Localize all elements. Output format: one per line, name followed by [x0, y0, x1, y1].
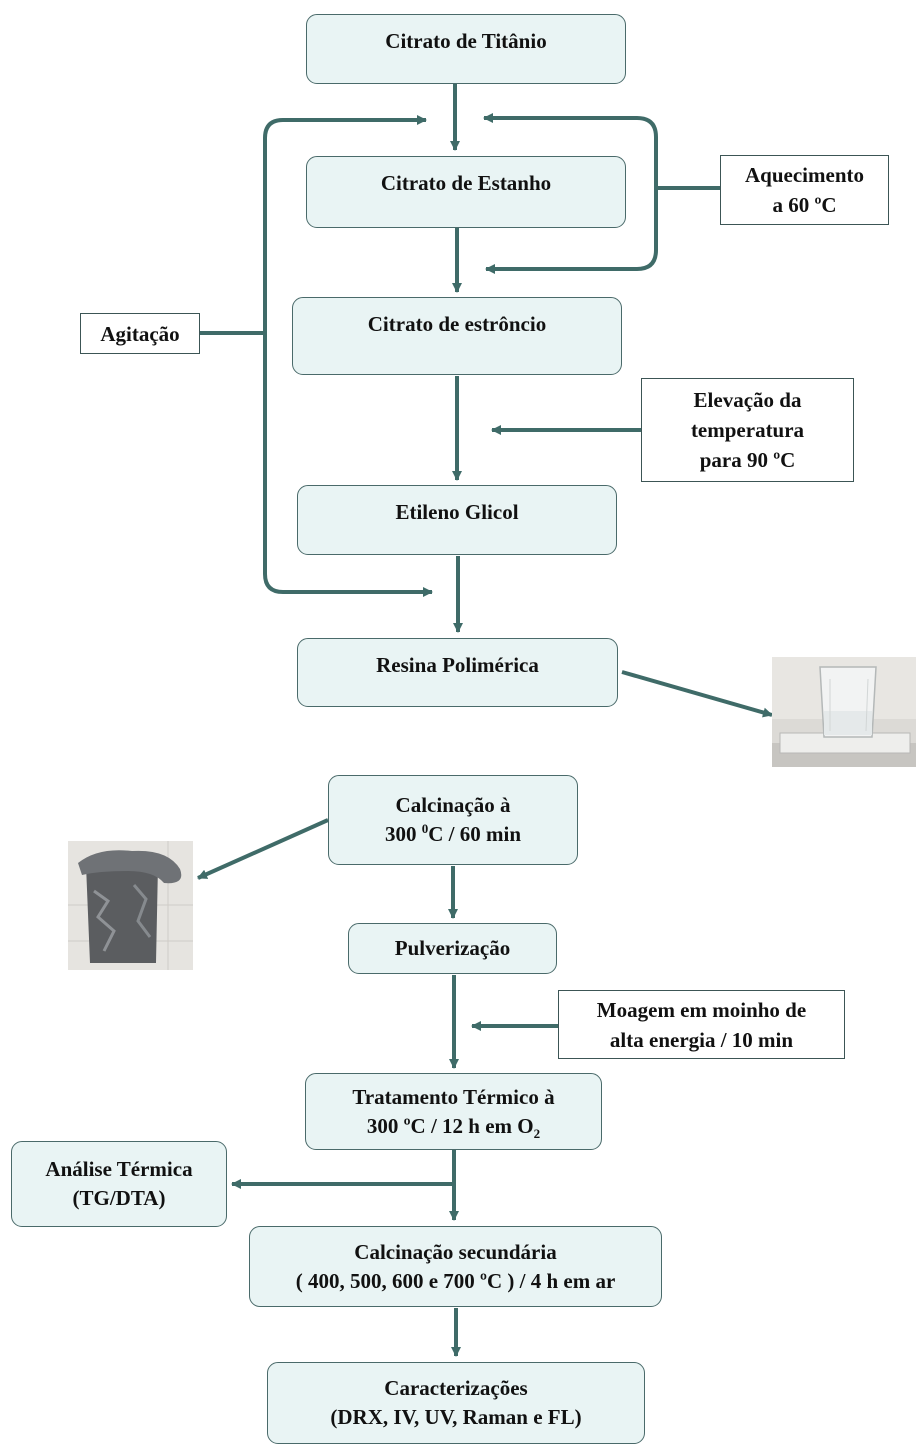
node-resina-polimerica-label: Resina Polimérica	[376, 653, 539, 677]
node-tratamento-termico-line2: 300 ºC / 12 h em O2	[366, 1113, 541, 1141]
aquecimento-loop	[488, 116, 658, 271]
box-elevacao-temperatura: Elevação da temperatura para 90 ºC	[641, 378, 854, 482]
box-analise-line1: Análise Térmica	[45, 1157, 193, 1181]
calcined-beaker-photo	[68, 841, 193, 970]
node-caracterizacoes-line1: Caracterizações	[384, 1376, 528, 1400]
box-elevacao-line1: Elevação da	[693, 388, 802, 412]
arrow-calc1-photo	[197, 818, 329, 880]
node-citrato-titanio-label: Citrato de Titânio	[385, 29, 547, 53]
node-calcinacao-secundaria-line2: ( 400, 500, 600 e 700 ºC ) / 4 h em ar	[295, 1268, 616, 1293]
node-caracterizacoes: Caracterizações (DRX, IV, UV, Raman e FL…	[267, 1362, 645, 1444]
box-analise-termica: Análise Térmica (TG/DTA)	[11, 1141, 227, 1227]
box-aquecimento-line1: Aquecimento	[745, 163, 864, 187]
box-aquecimento: Aquecimento a 60 ºC	[720, 155, 889, 225]
node-citrato-estanho-label: Citrato de Estanho	[380, 171, 552, 195]
degree-superscript: 0	[421, 821, 429, 836]
node-citrato-estroncio-label: Citrato de estrôncio	[367, 312, 547, 336]
box-agitacao-label: Agitação	[100, 321, 180, 346]
node-pulverizacao: Pulverização	[348, 923, 557, 974]
node-etileno-glicol-label: Etileno Glicol	[395, 500, 519, 524]
box-moagem: Moagem em moinho de alta energia / 10 mi…	[558, 990, 845, 1059]
box-analise-line2: (TG/DTA)	[72, 1186, 166, 1210]
box-elevacao-line3: para 90 ºC	[699, 448, 796, 472]
node-resina-polimerica: Resina Polimérica	[297, 638, 618, 707]
oxygen-subscript: 2	[533, 1125, 541, 1141]
agitacao-loop	[263, 118, 425, 594]
box-moagem-line2: alta energia / 10 min	[609, 1027, 794, 1052]
node-calcinacao-secundaria-line1: Calcinação secundária	[354, 1239, 557, 1264]
node-calcinacao-300-line2: 300 0C / 60 min	[384, 821, 522, 846]
node-calcinacao-secundaria: Calcinação secundária ( 400, 500, 600 e …	[249, 1226, 662, 1307]
node-pulverizacao-label: Pulverização	[394, 936, 511, 960]
node-caracterizacoes-line2: (DRX, IV, UV, Raman e FL)	[330, 1405, 582, 1429]
node-citrato-estanho: Citrato de Estanho	[306, 156, 626, 228]
box-agitacao: Agitação	[80, 313, 200, 354]
node-tratamento-termico-line1: Tratamento Térmico à	[352, 1084, 555, 1109]
resin-beaker-photo	[772, 657, 916, 767]
node-calcinacao-300: Calcinação à 300 0C / 60 min	[328, 775, 578, 865]
box-aquecimento-line2: a 60 ºC	[772, 193, 837, 217]
node-tratamento-termico: Tratamento Térmico à 300 ºC / 12 h em O2	[305, 1073, 602, 1150]
node-etileno-glicol: Etileno Glicol	[297, 485, 617, 555]
box-elevacao-line2: temperatura	[690, 418, 805, 442]
node-citrato-titanio: Citrato de Titânio	[306, 14, 626, 84]
node-citrato-estroncio: Citrato de estrôncio	[292, 297, 622, 375]
box-moagem-line1: Moagem em moinho de	[596, 997, 807, 1022]
arrow-resina-photo	[621, 670, 773, 718]
node-calcinacao-300-line1: Calcinação à	[395, 793, 511, 817]
